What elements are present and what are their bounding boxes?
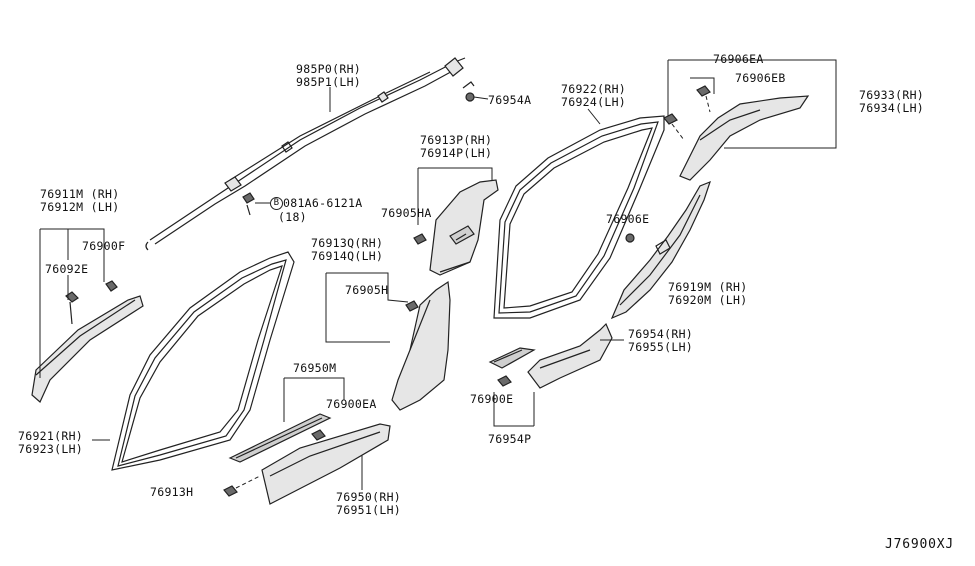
front-kicking-plate[interactable] [261, 423, 391, 505]
bolt-081a6-6121a[interactable] [242, 192, 255, 216]
center-pillar-upper-garnish[interactable] [429, 179, 499, 276]
label-bolt-qty: (18) [278, 210, 307, 224]
label-76954: 76954(RH) [628, 327, 694, 341]
label-76919m: 76919M (RH) [668, 280, 748, 294]
curtain-airbag[interactable] [145, 57, 466, 251]
label-76905h: 76905H [345, 283, 389, 297]
label-76914p: 76914P(LH) [420, 146, 493, 160]
clip-76906e[interactable] [625, 233, 635, 243]
label-76954p: 76954P [488, 432, 532, 446]
label-76921: 76921(RH) [18, 429, 84, 443]
label-76906ea: 76906EA [713, 52, 764, 66]
label-76934: 76934(LH) [859, 101, 925, 115]
diagram-reference-code: J76900XJ [885, 537, 955, 552]
label-76912m: 76912M (LH) [40, 200, 120, 214]
bolt-symbol: B [270, 197, 283, 210]
rear-door-weatherstrip[interactable] [493, 115, 665, 319]
label-76906eb: 76906EB [735, 71, 786, 85]
clip-76906eb[interactable] [696, 85, 711, 97]
label-76913h: 76913H [150, 485, 194, 499]
center-pillar-lower-garnish[interactable] [391, 280, 451, 411]
label-985p0: 985P0(RH) [296, 62, 362, 76]
clip-76905ha[interactable] [413, 233, 427, 245]
label-76920m: 76920M (LH) [668, 293, 748, 307]
label-76951: 76951(LH) [336, 503, 402, 517]
rear-kicking-plate[interactable] [527, 322, 613, 389]
clip-76905h[interactable] [405, 300, 419, 312]
label-76954a: 76954A [488, 93, 532, 107]
label-76911m: 76911M (RH) [40, 187, 120, 201]
label-76900ea: 76900EA [326, 397, 377, 411]
rear-pillar-garnish[interactable] [679, 95, 810, 181]
label-76922: 76922(RH) [561, 82, 627, 96]
clip-76913h[interactable] [223, 485, 238, 497]
label-76905ha: 76905HA [381, 206, 432, 220]
rear-pillar-lower-garnish[interactable] [610, 180, 711, 320]
label-76933: 76933(RH) [859, 88, 925, 102]
label-76913q: 76913Q(RH) [311, 236, 384, 250]
label-985p1: 985P1(LH) [296, 75, 362, 89]
label-76950: 76950(RH) [336, 490, 402, 504]
label-76924: 76924(LH) [561, 95, 627, 109]
label-76914q: 76914Q(LH) [311, 249, 384, 263]
label-76900e: 76900E [470, 392, 514, 406]
label-76913p: 76913P(RH) [420, 133, 493, 147]
label-76955: 76955(LH) [628, 340, 694, 354]
label-76900f: 76900F [82, 239, 126, 253]
clip-76906ea[interactable] [663, 113, 678, 125]
bolt-ref-text: 081A6-6121A [283, 196, 363, 210]
label-76906e: 76906E [606, 212, 650, 226]
bolt-76954a[interactable] [462, 81, 475, 102]
label-76923: 76923(LH) [18, 442, 84, 456]
label-76950m: 76950M [293, 361, 337, 375]
clip-76900e[interactable] [497, 375, 512, 387]
clip-76900ea[interactable] [311, 429, 326, 441]
rear-step-plate[interactable] [488, 347, 536, 369]
front-pillar-garnish[interactable] [31, 280, 144, 403]
front-door-weatherstrip[interactable] [111, 251, 295, 471]
label-76092e: 76092E [45, 262, 89, 276]
front-step-plate[interactable] [228, 413, 332, 463]
